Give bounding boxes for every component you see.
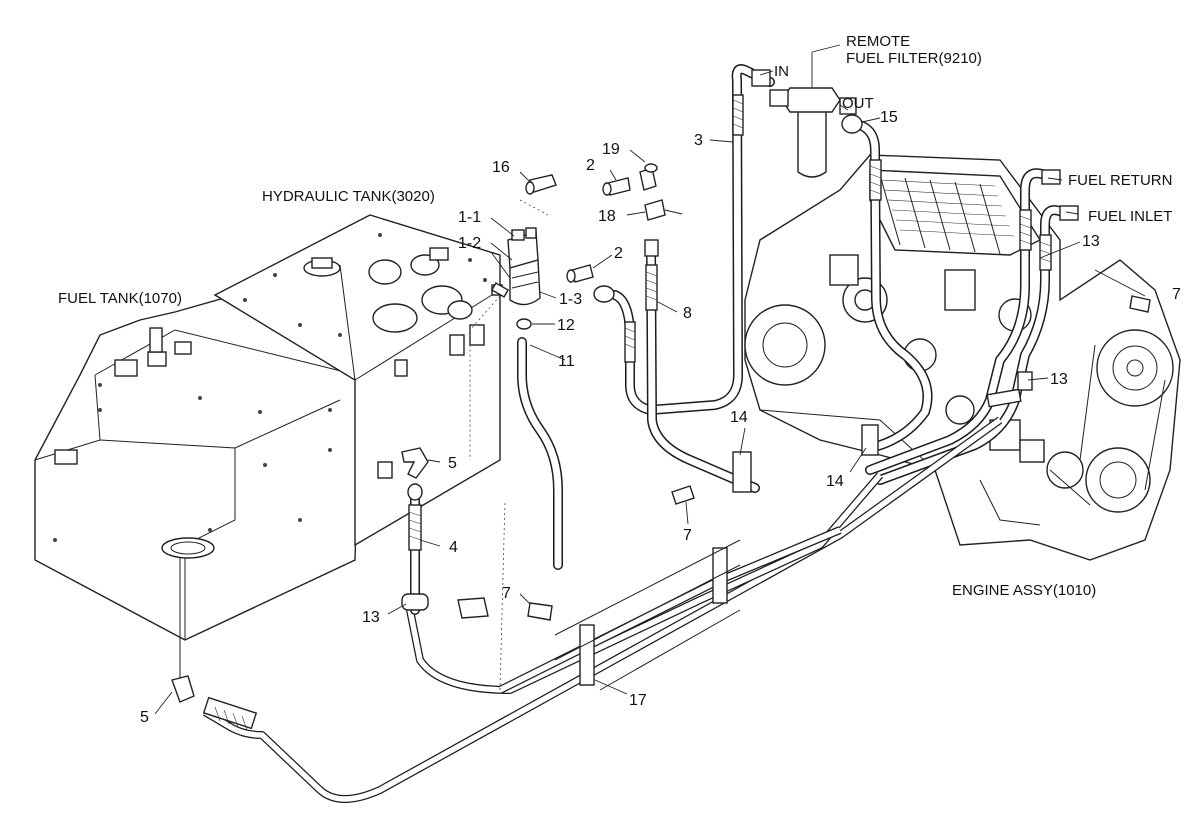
remote-fuel-filter: [769, 44, 857, 178]
fitting-2-mid: [566, 264, 594, 283]
callout-18: 18: [598, 208, 616, 225]
callout-5-tank: 5: [448, 455, 457, 472]
callout-11: 11: [558, 353, 575, 370]
callout-1-2: 1-2: [458, 235, 481, 252]
callout-13-top: 13: [1082, 233, 1100, 250]
callout-7-right: 7: [1172, 286, 1181, 303]
hose-4: [401, 483, 429, 615]
engine-assy: [744, 154, 1181, 561]
callout-19: 19: [602, 141, 620, 158]
leader-lines: [154, 70, 1146, 715]
callout-15: 15: [880, 109, 898, 126]
fuel-inlet-label: FUEL INLET: [1088, 208, 1172, 225]
callout-13-left: 13: [362, 609, 380, 626]
in-label: IN: [774, 63, 789, 80]
bolt-7-mid: [671, 485, 695, 505]
callout-16: 16: [492, 159, 510, 176]
fitting-2-top: [602, 177, 631, 196]
callout-14-bottom: 14: [826, 473, 844, 490]
fitting-18: [644, 199, 683, 221]
out-label: OUT: [842, 95, 874, 112]
callout-14-top: 14: [730, 409, 748, 426]
callout-12: 12: [557, 317, 575, 334]
bolt-7-right: [1129, 295, 1151, 313]
hose-3: [593, 64, 775, 415]
engine-return-hoses: [865, 168, 1079, 485]
fuel-tank: [34, 264, 361, 680]
callout-17: 17: [629, 692, 647, 709]
hose-15: [841, 114, 933, 453]
callout-8: 8: [683, 305, 692, 322]
bolt-7-left: [457, 597, 553, 621]
callout-1-3: 1-3: [559, 291, 582, 308]
callout-7-left: 7: [502, 585, 511, 602]
fitting-5-bottom: [171, 675, 195, 703]
remote-filter-label-line1: REMOTE: [846, 33, 910, 50]
fitting-5-tank: [401, 447, 429, 479]
tube-assembly-17: [202, 416, 1003, 803]
callout-13-mid: 13: [1050, 371, 1068, 388]
callout-5-bottom: 5: [140, 709, 149, 726]
callout-1-1: 1-1: [458, 209, 481, 226]
callout-2-mid: 2: [614, 245, 623, 262]
fuel-return-label: FUEL RETURN: [1068, 172, 1172, 189]
hydraulic-tank-label: HYDRAULIC TANK(3020): [262, 188, 435, 205]
callout-4: 4: [449, 539, 458, 556]
remote-filter-label-line2: FUEL FILTER(9210): [846, 50, 982, 67]
water-separator-filter: [469, 227, 541, 460]
fuel-tank-label: FUEL TANK(1070): [58, 290, 182, 307]
hose-11: [517, 337, 563, 570]
callout-2-top: 2: [586, 157, 595, 174]
fitting-19: [639, 163, 658, 191]
engine-assy-label: ENGINE ASSY(1010): [952, 582, 1096, 599]
fitting-16: [519, 174, 557, 216]
hose-8: [644, 239, 760, 493]
callout-7-mid: 7: [683, 527, 692, 544]
callout-3: 3: [694, 132, 703, 149]
hydraulic-tank: [213, 214, 503, 547]
